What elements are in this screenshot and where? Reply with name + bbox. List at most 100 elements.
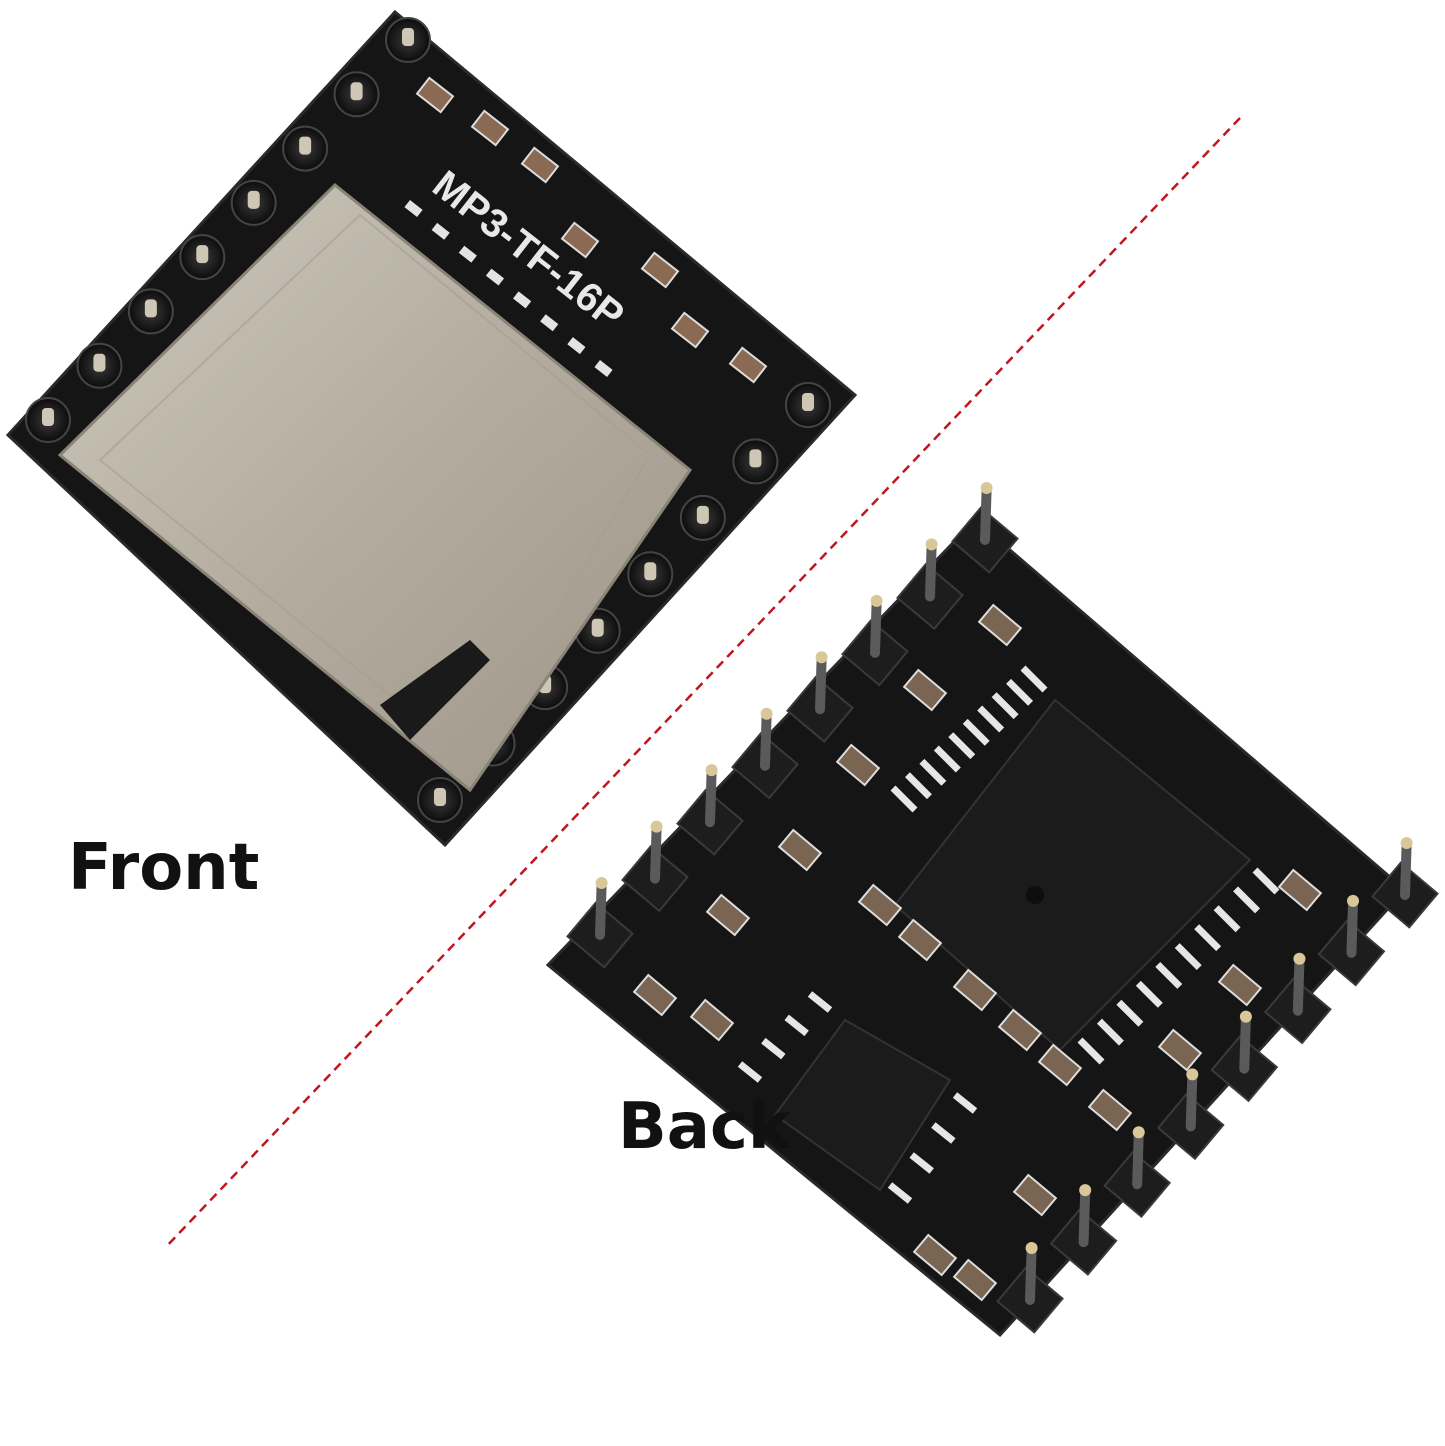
smd-component bbox=[1277, 868, 1323, 912]
sd-contact bbox=[404, 200, 423, 217]
back-pin bbox=[650, 823, 662, 884]
front-pin-tip bbox=[591, 618, 604, 637]
chip-leg bbox=[948, 732, 976, 760]
chip-leg bbox=[1116, 999, 1144, 1027]
sd-contact bbox=[513, 291, 532, 309]
smd-component bbox=[728, 346, 768, 384]
chip-leg bbox=[1006, 678, 1034, 706]
smd-component bbox=[952, 968, 998, 1012]
chip-leg bbox=[1135, 980, 1163, 1008]
smd-component bbox=[912, 1233, 958, 1277]
front-pin-tip bbox=[402, 28, 414, 46]
back-pin bbox=[595, 880, 607, 940]
back-pin-tip bbox=[980, 482, 993, 494]
chip-leg bbox=[890, 785, 918, 813]
back-pin-tip bbox=[705, 764, 718, 777]
chip-leg bbox=[1096, 1018, 1124, 1046]
back-pin-tip bbox=[1132, 1126, 1145, 1139]
amplifier-chip bbox=[773, 1018, 952, 1192]
smd-component bbox=[857, 883, 903, 927]
back-pin-row-right bbox=[996, 837, 1439, 1334]
back-pin-tip bbox=[650, 820, 663, 833]
back-board bbox=[545, 482, 1439, 1338]
chip-leg bbox=[933, 745, 961, 773]
decoder-chip-legs bbox=[890, 665, 1280, 1065]
back-pin bbox=[1132, 1129, 1144, 1190]
front-pin-tip bbox=[350, 82, 363, 101]
back-pin bbox=[925, 541, 937, 602]
front-smd-components bbox=[415, 76, 768, 384]
smd-component bbox=[520, 146, 560, 184]
back-pin-tip bbox=[760, 707, 773, 720]
smd-component bbox=[470, 109, 510, 147]
front-pin-tip bbox=[696, 505, 709, 524]
smd-component bbox=[1157, 1028, 1203, 1072]
back-pin bbox=[760, 710, 772, 771]
front-pin-row-left bbox=[25, 17, 431, 443]
front-pin-tip bbox=[749, 449, 762, 468]
amp-leg bbox=[784, 1014, 809, 1037]
front-pin-tip bbox=[247, 190, 260, 209]
chip-leg bbox=[1077, 1037, 1105, 1065]
back-pin bbox=[815, 654, 827, 715]
back-pin bbox=[705, 767, 717, 828]
back-pin-tip bbox=[925, 538, 938, 551]
amp-leg bbox=[931, 1122, 956, 1144]
chip-leg bbox=[1194, 924, 1222, 952]
smd-component bbox=[415, 76, 455, 114]
amp-leg bbox=[807, 991, 833, 1013]
amp-leg bbox=[887, 1182, 913, 1204]
back-pin bbox=[1078, 1187, 1091, 1248]
back-pin-tip bbox=[595, 877, 608, 889]
back-pin bbox=[1185, 1071, 1198, 1132]
front-pin-tip bbox=[644, 562, 657, 581]
smd-component bbox=[997, 1008, 1043, 1052]
chip-leg bbox=[991, 692, 1019, 720]
front-label: Front bbox=[68, 831, 260, 905]
chip-leg bbox=[1252, 867, 1280, 895]
smd-component bbox=[977, 603, 1023, 647]
smd-component bbox=[897, 918, 943, 962]
amp-leg bbox=[952, 1092, 978, 1114]
front-board: MP3-TF-16P bbox=[5, 9, 858, 848]
smd-component bbox=[1217, 963, 1263, 1007]
chip-leg bbox=[1213, 905, 1241, 933]
back-smd-components bbox=[632, 603, 1323, 1302]
sd-contact bbox=[567, 337, 586, 355]
back-pin-tip bbox=[1239, 1010, 1252, 1023]
back-pin bbox=[980, 485, 992, 545]
front-pin-tip bbox=[299, 136, 312, 155]
back-label: Back bbox=[618, 1090, 791, 1164]
front-pin-tip bbox=[196, 245, 209, 264]
amp-leg bbox=[737, 1061, 763, 1083]
back-pin bbox=[870, 597, 882, 658]
chip-leg bbox=[1020, 665, 1048, 693]
back-pin-tip bbox=[870, 594, 883, 607]
smd-component bbox=[777, 828, 823, 872]
back-pin bbox=[1292, 955, 1305, 1016]
back-pin-tip bbox=[1079, 1184, 1092, 1197]
smd-component bbox=[632, 973, 678, 1017]
front-pin-tip bbox=[434, 788, 446, 806]
chip-leg bbox=[1233, 886, 1261, 914]
smd-component bbox=[835, 743, 881, 787]
smd-component bbox=[1087, 1088, 1133, 1132]
amp-leg bbox=[761, 1037, 786, 1060]
chip-leg bbox=[919, 758, 947, 786]
divider-line bbox=[164, 117, 1241, 1249]
front-pin-tip bbox=[802, 393, 814, 411]
front-pin-tip bbox=[93, 353, 106, 372]
sd-contacts bbox=[404, 200, 613, 377]
smd-component bbox=[1012, 1173, 1058, 1217]
back-pin-tip bbox=[1347, 894, 1360, 907]
smd-component bbox=[952, 1258, 998, 1302]
back-pin-tip bbox=[1186, 1068, 1199, 1081]
smd-component bbox=[670, 311, 710, 349]
sd-card-slot bbox=[57, 182, 693, 793]
smd-component bbox=[640, 251, 680, 289]
sd-contact bbox=[594, 359, 613, 377]
smd-component bbox=[705, 893, 751, 937]
front-pin-tip bbox=[42, 408, 54, 426]
back-pin bbox=[1346, 897, 1359, 958]
back-pin-row-left bbox=[566, 482, 1019, 969]
